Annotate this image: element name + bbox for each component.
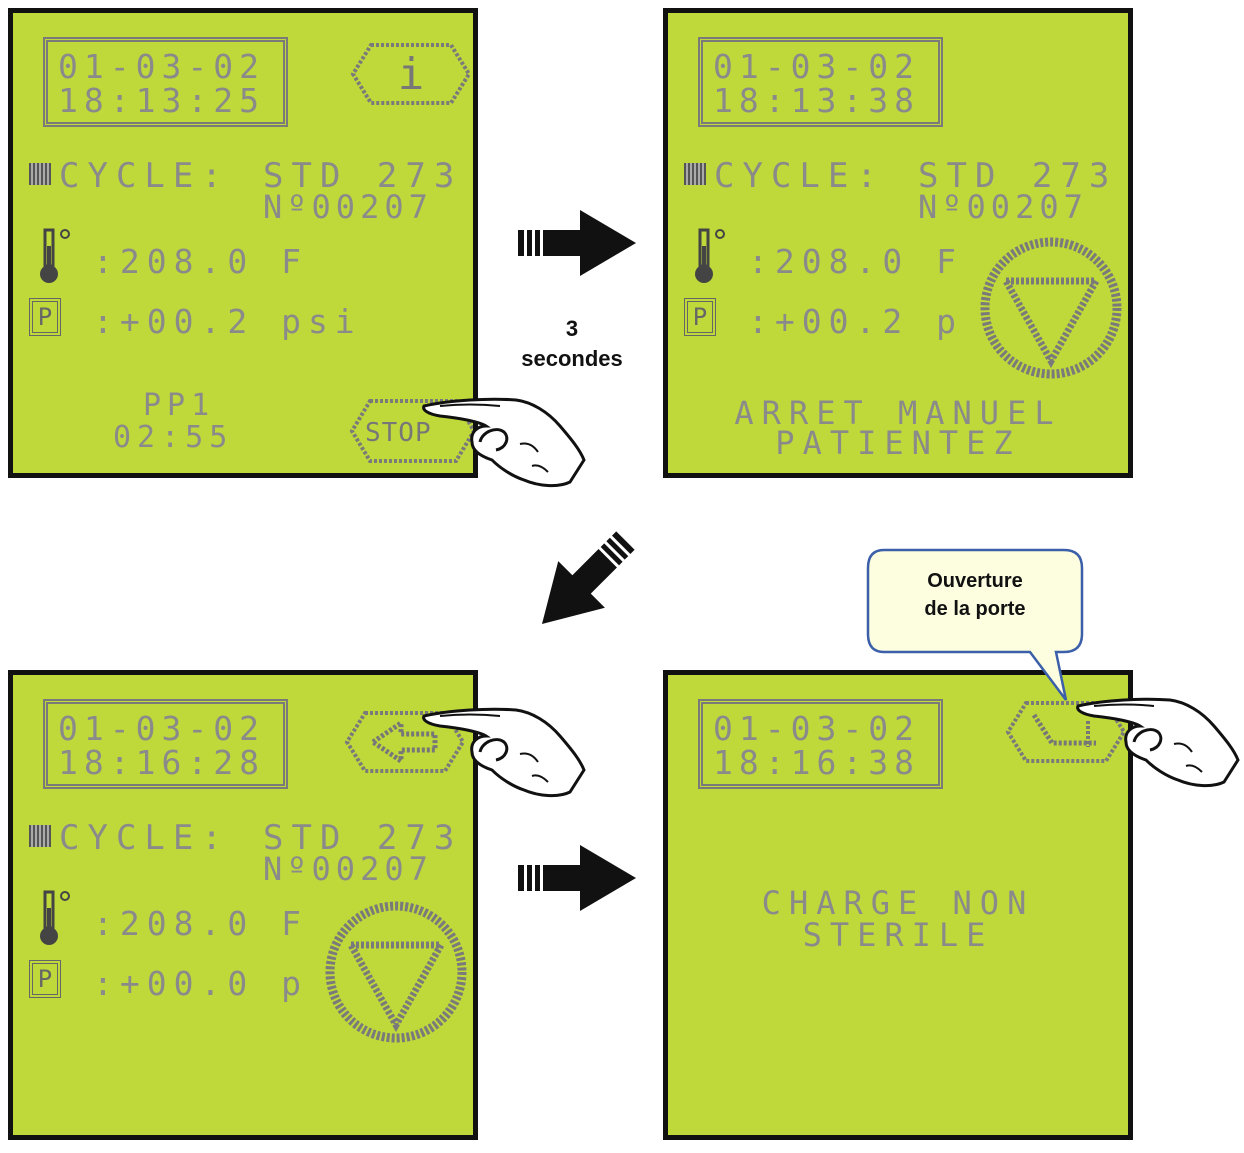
delay-unit: secondes (521, 346, 623, 371)
pressure-icon: P (29, 298, 61, 336)
down-left-arrow-icon (541, 531, 635, 625)
message-line1: CHARGE NON (761, 884, 1035, 922)
datetime-box: 01-03-02 18:16:38 (698, 699, 943, 789)
phase-label: PP1 (143, 388, 216, 423)
message-line2: PATIENTEZ (775, 424, 1021, 462)
pressure-value: :+00.2 psi (93, 302, 362, 341)
date-display: 01-03-02 (58, 47, 265, 86)
datetime-box: 01-03-02 18:16:28 (43, 699, 288, 789)
message-line1: ARRET MANUEL (734, 394, 1062, 432)
time-display: 18:16:38 (713, 743, 920, 782)
date-display: 01-03-02 (58, 709, 265, 748)
date-display: 01-03-02 (713, 47, 920, 86)
stop-triangle-icon (325, 901, 467, 1043)
temperature-value: :208.0 F (748, 242, 963, 281)
cycle-program: STD 273 (918, 156, 1118, 196)
info-icon[interactable]: i (349, 41, 473, 107)
cycle-number: Nº00207 (918, 188, 1088, 226)
pointing-hand-icon (1076, 697, 1240, 788)
cycle-indicator (29, 825, 51, 847)
thermometer-icon (695, 228, 725, 283)
pressure-icon: P (29, 960, 61, 998)
callout-bubble (866, 548, 1084, 701)
pointing-hand-icon (422, 397, 586, 488)
thermometer-icon (40, 890, 70, 945)
pointing-hand-icon (422, 707, 586, 798)
door-callout-line2: de la porte (924, 598, 1026, 620)
pressure-value: :+00.0 p (93, 964, 308, 1003)
time-display: 18:13:38 (713, 81, 920, 120)
door-callout-line1: Ouverture (927, 570, 1023, 592)
temperature-value: :208.0 F (93, 904, 308, 943)
info-button-label: i (398, 49, 425, 100)
cycle-program: STD 273 (263, 818, 463, 858)
lcd-screen-non-sterile: 01-03-02 18:16:38 CHARGE NON STERILE (663, 670, 1133, 1140)
right-arrow-icon (518, 210, 636, 276)
cycle-label: CYCLE: (59, 156, 230, 196)
cycle-number: Nº00207 (263, 850, 433, 888)
pressure-icon: P (684, 298, 716, 336)
datetime-box: 01-03-02 18:13:25 (43, 37, 288, 127)
time-display: 18:16:28 (58, 743, 265, 782)
cycle-label: CYCLE: (714, 156, 885, 196)
cycle-label: CYCLE: (59, 818, 230, 858)
cycle-number: Nº00207 (263, 188, 433, 226)
lcd-screen-stopped: 01-03-02 18:16:28 CYCLE: STD 273 Nº00207… (8, 670, 478, 1140)
time-display: 18:13:25 (58, 81, 265, 120)
datetime-box: 01-03-02 18:13:38 (698, 37, 943, 127)
stop-triangle-icon (980, 237, 1122, 379)
message-line2: STERILE (802, 916, 994, 954)
cycle-indicator (684, 163, 706, 185)
stop-button-label[interactable]: STOP (365, 418, 432, 448)
temperature-value: :208.0 F (93, 242, 308, 281)
phase-time: 02:55 (113, 420, 234, 455)
lcd-screen-manual-stop: 01-03-02 18:13:38 CYCLE: STD 273 Nº00207… (663, 8, 1133, 478)
delay-value: 3 (565, 316, 579, 341)
cycle-program: STD 273 (263, 156, 463, 196)
cycle-indicator (29, 163, 51, 185)
date-display: 01-03-02 (713, 709, 920, 748)
pressure-value: :+00.2 p (748, 302, 963, 341)
right-arrow-icon (518, 845, 636, 911)
thermometer-icon (40, 228, 70, 283)
lcd-screen-running: 01-03-02 18:13:25 i CYCLE: STD 273 Nº002… (8, 8, 478, 478)
